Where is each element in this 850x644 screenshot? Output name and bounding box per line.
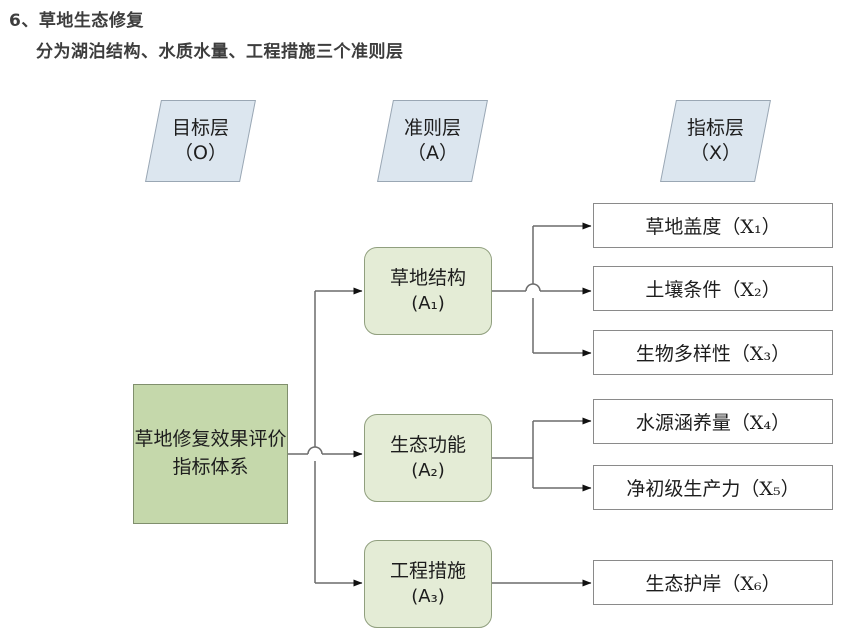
layer-header-indicator-text: 指标层 （X） xyxy=(669,101,762,181)
indicator-box-x1[interactable]: 草地盖度（X₁） xyxy=(593,203,833,248)
layer-header-indicator-code: （X） xyxy=(689,142,742,164)
criteria-box-a1-code: (A₁) xyxy=(411,292,445,314)
indicator-box-x5[interactable]: 净初级生产力（X₅） xyxy=(593,465,833,510)
layer-header-criteria[interactable]: 准则层 （A） xyxy=(377,100,488,182)
heading-line-2: 分为湖泊结构、水质水量、工程措施三个准则层 xyxy=(36,42,404,62)
criteria-box-a2-label: 生态功能 xyxy=(389,434,466,457)
criteria-box-a3-code: (A₃) xyxy=(411,585,445,607)
criteria-box-a2-code: (A₂) xyxy=(411,459,445,481)
connector-a1-jump-arc xyxy=(525,283,541,292)
goal-box[interactable]: 草地修复效果评价指标体系 xyxy=(133,384,288,524)
indicator-box-x6[interactable]: 生态护岸（X₆） xyxy=(593,560,833,605)
criteria-box-a1-label: 草地结构 xyxy=(389,267,466,290)
layer-header-goal-title: 目标层 xyxy=(171,117,229,140)
indicator-box-x4[interactable]: 水源涵养量（X₄） xyxy=(593,399,833,444)
layer-header-goal-code: （O） xyxy=(174,142,227,164)
layer-header-criteria-code: （A） xyxy=(407,142,458,164)
criteria-box-a3[interactable]: 工程措施 (A₃) xyxy=(364,540,492,628)
goal-box-label: 草地修复效果评价指标体系 xyxy=(134,428,287,478)
criteria-box-a3-label: 工程措施 xyxy=(389,560,466,583)
layer-header-goal[interactable]: 目标层 （O） xyxy=(145,100,256,182)
indicator-box-x3[interactable]: 生物多样性（X₃） xyxy=(593,330,833,375)
connector-goal-jump-arc xyxy=(307,446,323,455)
layer-header-goal-text: 目标层 （O） xyxy=(154,101,247,181)
criteria-box-a1[interactable]: 草地结构 (A₁) xyxy=(364,247,492,335)
indicator-box-x2[interactable]: 土壤条件（X₂） xyxy=(593,266,833,311)
heading-line-1: 6、草地生态修复 xyxy=(9,11,144,31)
layer-header-indicator-title: 指标层 xyxy=(686,117,744,140)
layer-header-criteria-text: 准则层 （A） xyxy=(386,101,479,181)
layer-header-criteria-title: 准则层 xyxy=(403,117,461,140)
criteria-box-a2[interactable]: 生态功能 (A₂) xyxy=(364,414,492,502)
layer-header-indicator[interactable]: 指标层 （X） xyxy=(660,100,771,182)
